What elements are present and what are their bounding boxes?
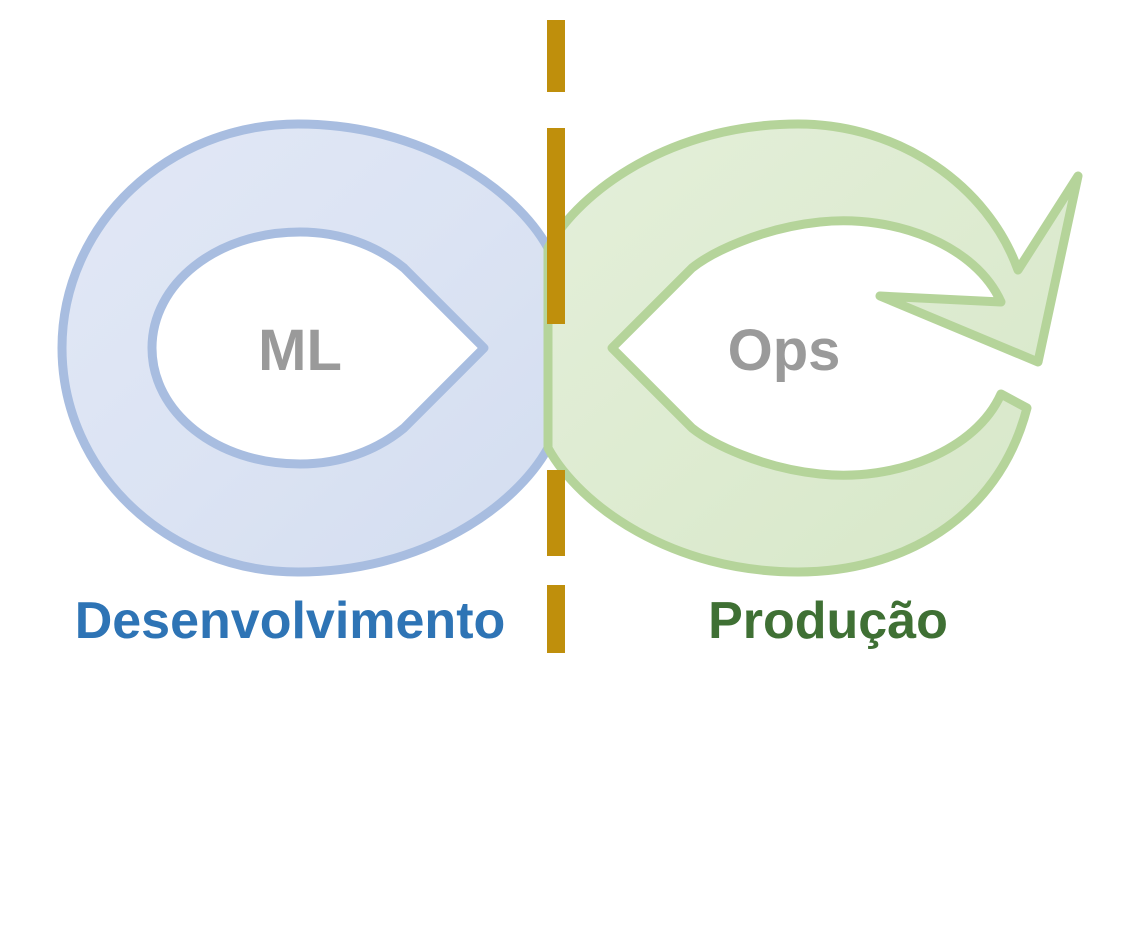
divider-dash-2 <box>547 128 565 250</box>
ops-loop-arrow-outline <box>543 119 1083 577</box>
divider-dash-seam-top <box>547 238 565 290</box>
development-caption: Desenvolvimento <box>75 592 506 650</box>
divider-dash-3 <box>547 280 565 324</box>
divider-dash-1 <box>547 20 565 92</box>
divider-dash-seam-bottom <box>547 470 565 516</box>
ml-loop-outline <box>57 119 553 577</box>
production-caption: Produção <box>708 592 948 650</box>
phase-divider-overlay <box>547 238 565 516</box>
ml-loop-shape <box>57 119 553 577</box>
divider-dash-6 <box>547 585 565 653</box>
ops-loop-shape <box>543 119 1083 577</box>
ops-label: Ops <box>728 318 841 383</box>
ml-label: ML <box>258 318 342 383</box>
